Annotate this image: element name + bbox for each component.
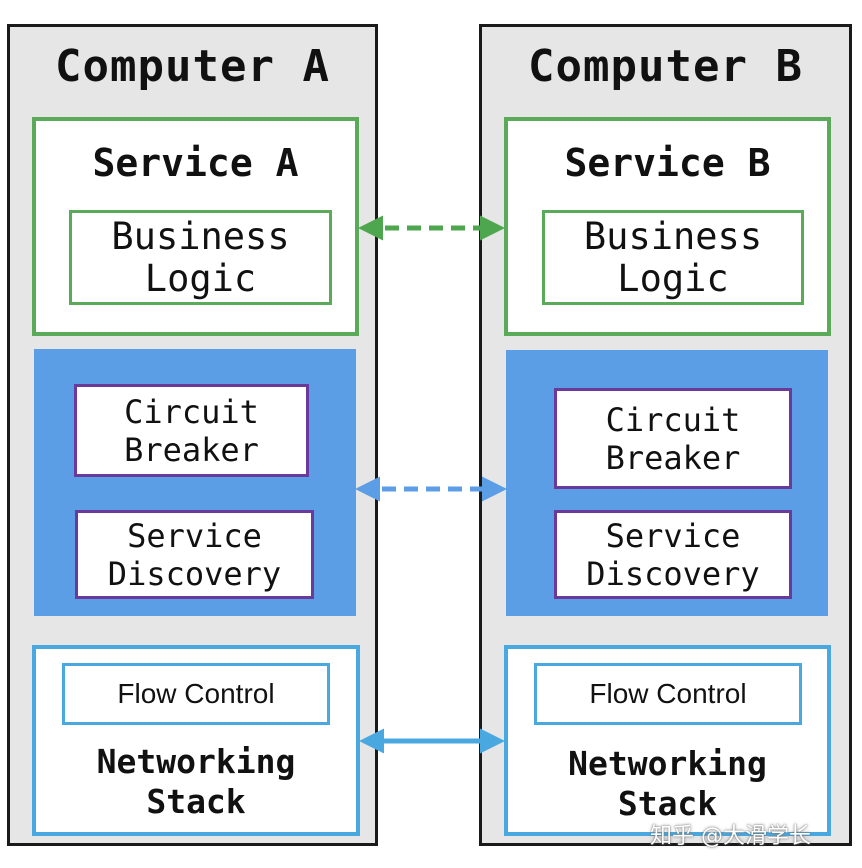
service-discovery-b: Service Discovery	[554, 510, 792, 599]
service-discovery-b-line1: Service	[605, 516, 741, 555]
circuit-breaker-b-line2: Breaker	[605, 438, 741, 477]
service-discovery-a-line2: Discovery	[107, 554, 282, 593]
flow-control-b: Flow Control	[534, 663, 802, 725]
service-discovery-a-line1: Service	[127, 516, 262, 555]
networking-stack-b-line1: Networking	[568, 744, 767, 783]
circuit-breaker-a-line2: Breaker	[124, 430, 259, 469]
business-logic-b-line2: Logic	[617, 256, 729, 300]
service-b-title: Service B	[564, 141, 771, 185]
circuit-breaker-b: Circuit Breaker	[554, 388, 792, 489]
business-logic-a: Business Logic	[69, 210, 332, 305]
networking-stack-a-label: Networking Stack	[32, 742, 360, 822]
networking-stack-b-line2: Stack	[617, 784, 718, 823]
circuit-breaker-b-line1: Circuit	[605, 400, 741, 439]
service-discovery-a: Service Discovery	[75, 510, 314, 599]
flow-control-a: Flow Control	[62, 663, 330, 725]
computer-b-title: Computer B	[528, 41, 803, 92]
watermark-text: 知乎 @大滑学长	[650, 824, 811, 849]
networking-stack-a-line2: Stack	[146, 782, 246, 821]
business-logic-a-line2: Logic	[144, 256, 257, 300]
business-logic-a-line1: Business	[111, 214, 290, 258]
computer-a-title: Computer A	[55, 41, 330, 92]
networking-stack-a-line1: Networking	[96, 742, 296, 781]
circuit-breaker-a: Circuit Breaker	[74, 384, 309, 477]
service-a-title: Service A	[92, 141, 299, 185]
business-logic-b-line1: Business	[583, 214, 763, 258]
service-discovery-b-line2: Discovery	[586, 554, 760, 593]
circuit-breaker-a-line1: Circuit	[124, 392, 259, 431]
networking-stack-b-label: Networking Stack	[504, 744, 831, 824]
business-logic-b: Business Logic	[542, 210, 804, 305]
